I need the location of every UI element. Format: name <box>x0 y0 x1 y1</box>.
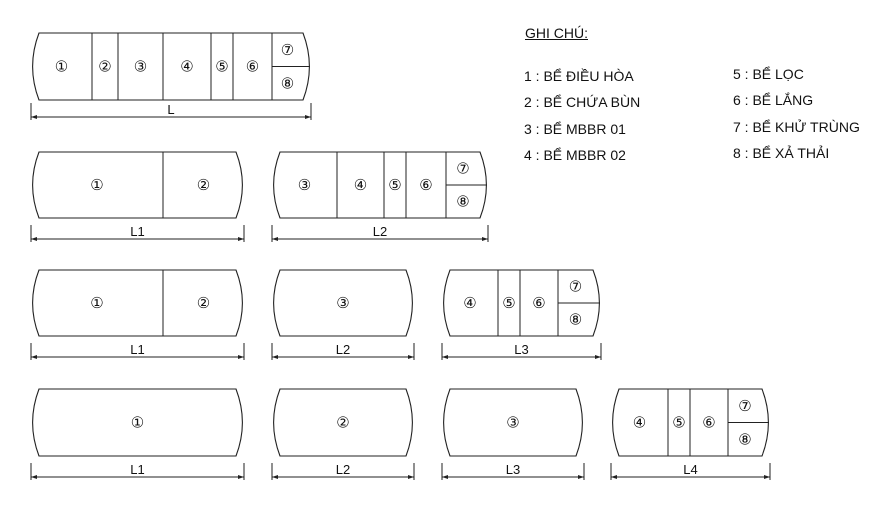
dimension-arrow-right <box>238 475 244 479</box>
tank-row-4-3: ③ L3 <box>441 388 585 480</box>
legend-item-6: 6 : BỂ LẮNG <box>733 92 814 108</box>
compartment-number: ③ <box>298 177 311 194</box>
legend-item-5: 5 : BỂ LỌC <box>733 66 804 82</box>
compartment-number: ② <box>336 415 349 432</box>
dimension-arrow-right <box>305 115 311 119</box>
dimension-arrow-right <box>482 237 488 241</box>
legend-item-1: 1 : BỂ ĐIỀU HÒA <box>524 68 634 84</box>
dimension-label-row-1-1: L <box>167 102 174 117</box>
dimension-arrow-left <box>272 475 278 479</box>
dimension-label-row-3-3: L3 <box>514 342 528 357</box>
tank-outline <box>32 151 243 219</box>
legend-item-3: 3 : BỂ MBBR 01 <box>524 121 626 137</box>
dimension-arrow-left <box>272 355 278 359</box>
dimension-arrow-left <box>31 475 37 479</box>
dimension-label-row-3-1: L1 <box>130 342 144 357</box>
tank-outline <box>612 388 769 457</box>
tank-outline <box>443 388 583 457</box>
compartment-number: ③ <box>134 59 147 76</box>
dimension-arrow-right <box>238 237 244 241</box>
tank-outline <box>32 32 310 101</box>
legend-item-7: 7 : BỂ KHỬ TRÙNG <box>733 119 860 135</box>
tank-row-2-2: ③ ④ ⑤ ⑥ ⑦ ⑧ L2 <box>271 151 489 242</box>
legend-item-8: 8 : BỂ XẢ THẢI <box>733 145 830 161</box>
compartment-number: ⑥ <box>246 59 259 76</box>
dimension-label-row-4-2: L2 <box>336 462 350 477</box>
dimension-arrow-left <box>272 237 278 241</box>
dimension-arrow-left <box>442 475 448 479</box>
compartment-number: ⑤ <box>502 295 515 312</box>
tank-row-3-1: ① ② L1 <box>30 269 245 360</box>
dimension-arrow-right <box>595 355 601 359</box>
dimension-arrow-right <box>408 475 414 479</box>
dimension-label-row-2-1: L1 <box>130 224 144 239</box>
tank-outline <box>32 388 243 457</box>
dimension-arrow-right <box>408 355 414 359</box>
compartment-number: ④ <box>633 415 646 432</box>
dimension-arrow-left <box>442 355 448 359</box>
tank-outline <box>273 269 413 337</box>
compartment-number: ⑥ <box>532 295 545 312</box>
tank-row-1-1: ① ② ③ ④ ⑤ ⑥ ⑦ ⑧ L <box>30 32 312 120</box>
tank-row-3-2: ③ L2 <box>271 269 415 360</box>
tank-outline <box>273 388 413 457</box>
compartment-number: ⑦ <box>456 161 469 178</box>
compartment-number: ② <box>197 177 210 194</box>
dimension-arrow-right <box>578 475 584 479</box>
dimension-label-row-4-4: L4 <box>683 462 697 477</box>
compartment-number: ⑧ <box>738 431 751 448</box>
compartment-number: ② <box>98 59 111 76</box>
tank-row-4-1: ① L1 <box>30 388 245 480</box>
compartment-number: ⑦ <box>569 279 582 296</box>
dimension-label-row-2-2: L2 <box>373 224 387 239</box>
compartment-number: ① <box>90 177 103 194</box>
compartment-number: ④ <box>354 177 367 194</box>
tank-row-2-1: ① ② L1 <box>30 151 245 242</box>
legend-title: GHI CHÚ: <box>525 25 588 41</box>
compartment-number: ⑤ <box>672 415 685 432</box>
dimension-arrow-left <box>31 355 37 359</box>
tank-row-4-2: ② L2 <box>271 388 415 480</box>
compartment-number: ⑧ <box>569 312 582 329</box>
compartment-number: ⑦ <box>281 42 294 59</box>
compartment-number: ① <box>131 415 144 432</box>
compartment-number: ⑧ <box>456 194 469 211</box>
compartment-number: ④ <box>180 59 193 76</box>
legend-item-2: 2 : BỂ CHỨA BÙN <box>524 94 641 110</box>
compartment-number: ⑦ <box>738 398 751 415</box>
dimension-arrow-left <box>31 237 37 241</box>
dimension-label-row-4-3: L3 <box>506 462 520 477</box>
compartment-number: ① <box>55 59 68 76</box>
compartment-number: ① <box>90 295 103 312</box>
compartment-number: ⑥ <box>419 177 432 194</box>
compartment-number: ③ <box>336 295 349 312</box>
compartment-number: ⑤ <box>388 177 401 194</box>
compartment-number: ② <box>197 295 210 312</box>
compartment-number: ⑥ <box>702 415 715 432</box>
compartment-number: ③ <box>506 415 519 432</box>
compartment-number: ⑤ <box>215 59 228 76</box>
tank-outline <box>273 151 487 219</box>
dimension-arrow-right <box>238 355 244 359</box>
compartment-number: ④ <box>463 295 476 312</box>
dimension-label-row-4-1: L1 <box>130 462 144 477</box>
dimension-label-row-3-2: L2 <box>336 342 350 357</box>
dimension-arrow-left <box>611 475 617 479</box>
tank-outline <box>443 269 600 337</box>
legend-item-4: 4 : BỂ MBBR 02 <box>524 147 626 163</box>
dimension-arrow-left <box>31 115 37 119</box>
compartment-number: ⑧ <box>281 75 294 92</box>
dimension-arrow-right <box>764 475 770 479</box>
tank-outline <box>32 269 243 337</box>
